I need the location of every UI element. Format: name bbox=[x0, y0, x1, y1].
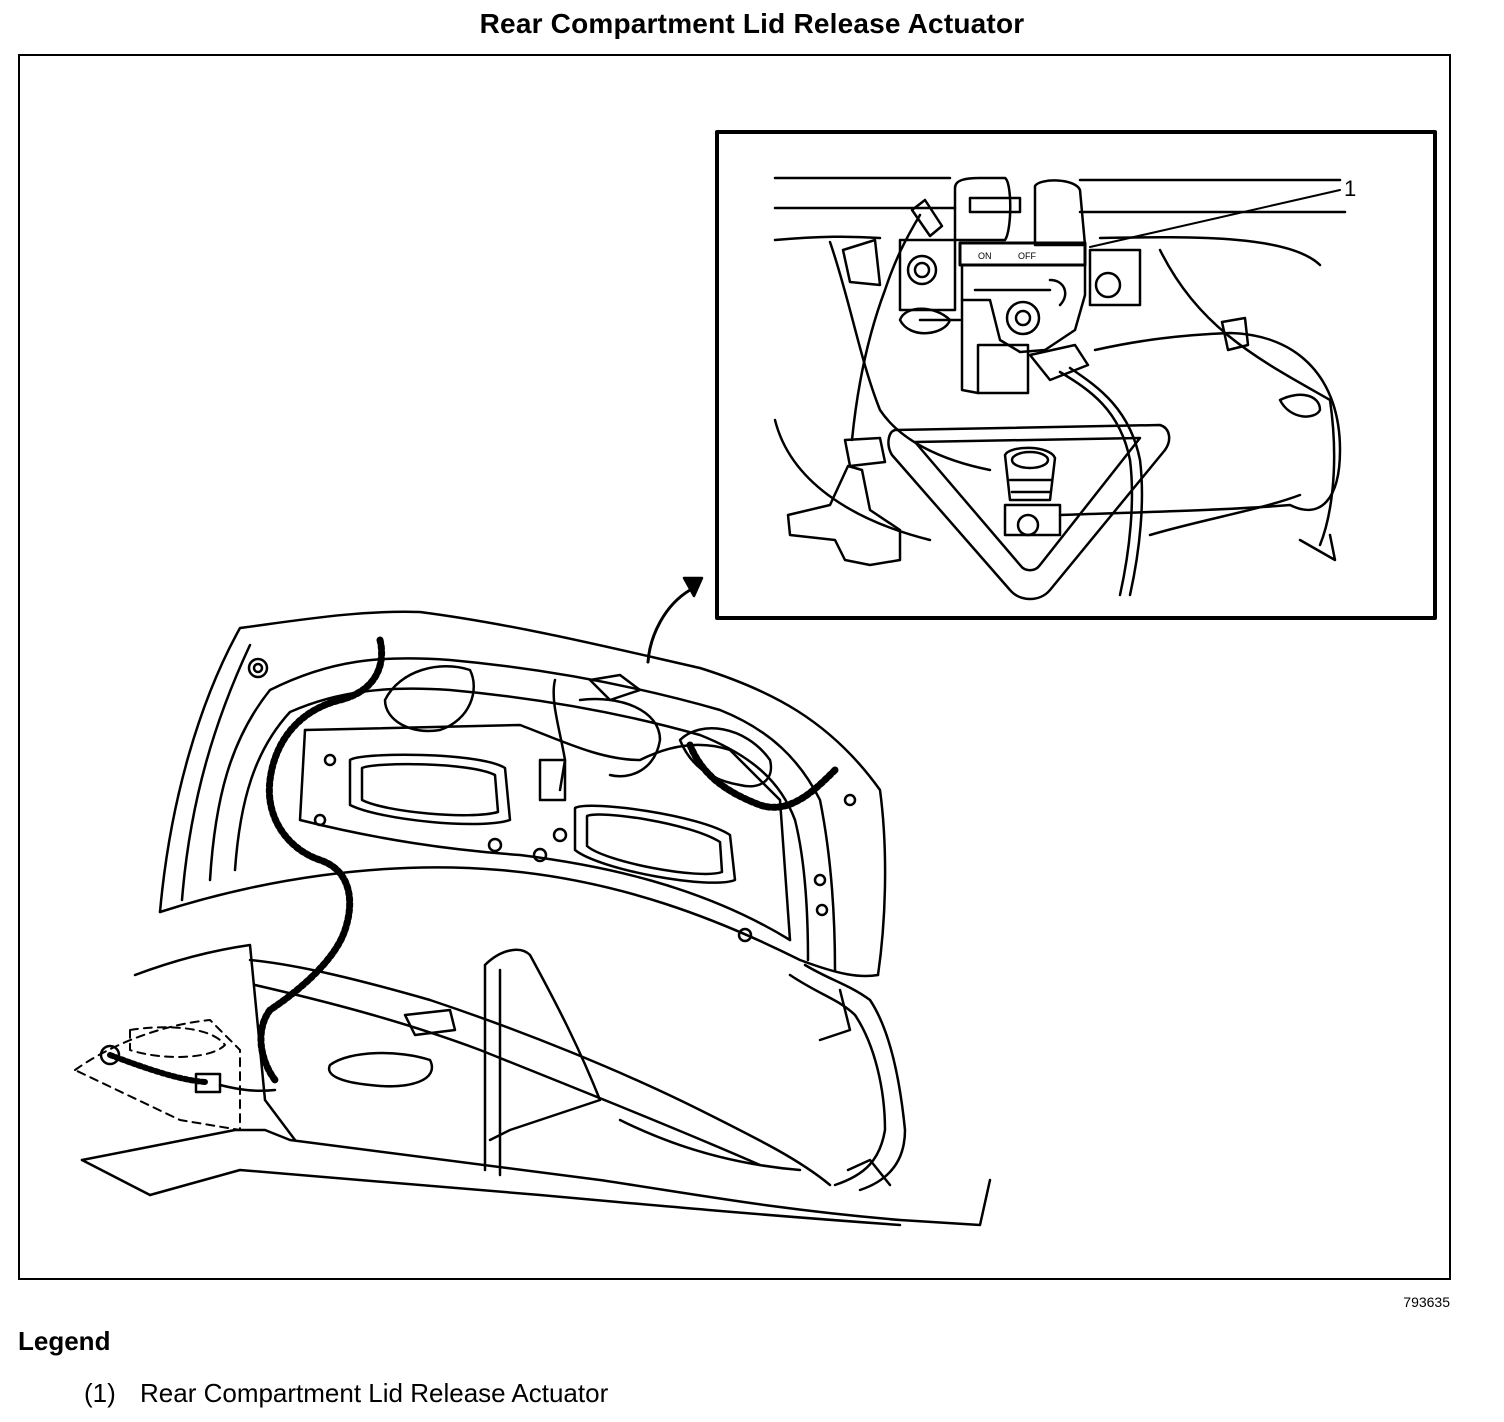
legend-heading: Legend bbox=[18, 1326, 111, 1356]
detail-inset: ON OFF bbox=[715, 130, 1437, 620]
latch-housing bbox=[898, 176, 1142, 335]
callout-1-number: 1 bbox=[1344, 176, 1356, 201]
callout-1-leader bbox=[1089, 189, 1341, 248]
pointer-arrow bbox=[646, 576, 704, 664]
illustration-frame bbox=[18, 54, 1451, 1280]
legend-item: (1) Rear Compartment Lid Release Actuator bbox=[84, 1378, 608, 1409]
legend-item-number: (1) bbox=[84, 1378, 116, 1408]
actuator-label-left: ON bbox=[978, 251, 992, 261]
release-actuator: ON OFF bbox=[958, 241, 1090, 395]
actuator-label-right: OFF bbox=[1018, 251, 1036, 261]
figure-number: 793635 bbox=[1403, 1294, 1450, 1310]
trunk-lid-view bbox=[74, 610, 992, 1227]
legend-item-label: Rear Compartment Lid Release Actuator bbox=[140, 1378, 609, 1408]
inset-border bbox=[715, 130, 1437, 620]
page-title: Rear Compartment Lid Release Actuator bbox=[479, 8, 1025, 39]
lid-illustration: ON OFF bbox=[74, 130, 1437, 1227]
striker-bracket bbox=[887, 423, 1171, 601]
manual-release-handle bbox=[786, 436, 902, 567]
